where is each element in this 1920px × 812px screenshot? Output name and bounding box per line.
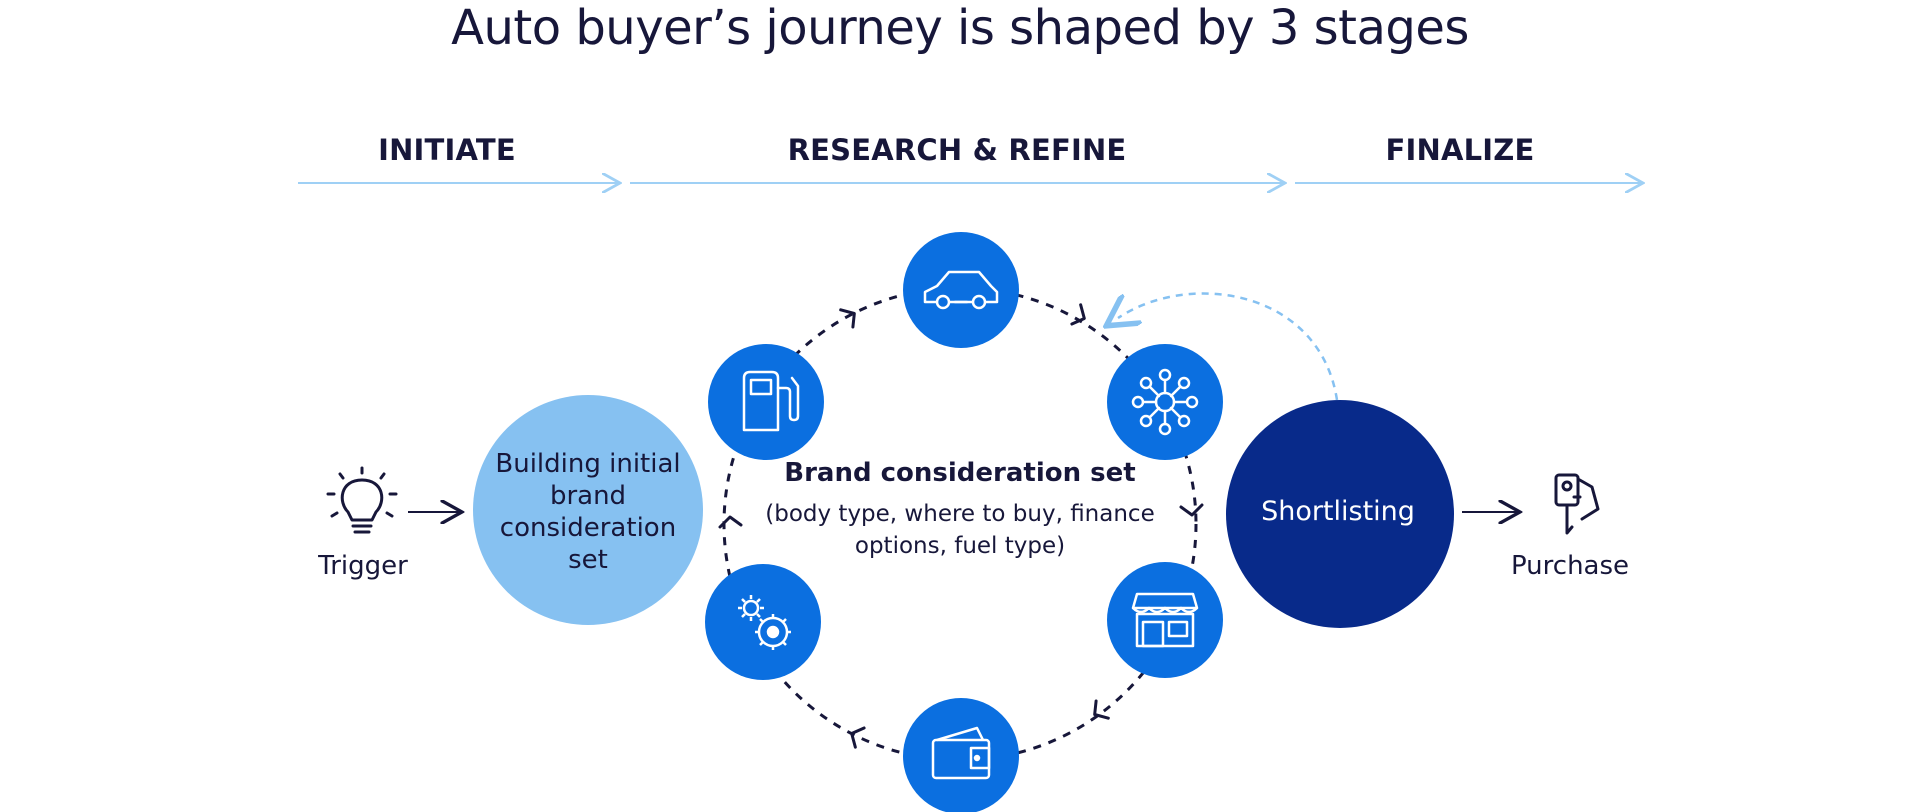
stage-label-initiate: INITIATE bbox=[378, 133, 516, 167]
cycle-node-storefront bbox=[1107, 562, 1223, 678]
cycle-node-gears bbox=[705, 564, 821, 680]
center-title: Brand consideration set bbox=[784, 458, 1136, 488]
page-title: Auto buyer’s journey is shaped by 3 stag… bbox=[451, 0, 1469, 56]
car-icon bbox=[923, 270, 999, 310]
storefront-icon bbox=[1131, 592, 1199, 648]
shortlisting-label: Shortlisting bbox=[1261, 496, 1415, 527]
wallet-icon bbox=[931, 726, 991, 780]
center-subtitle: (body type, where to buy, finance option… bbox=[765, 501, 1155, 559]
gears-icon bbox=[738, 595, 791, 650]
purchase-label: Purchase bbox=[1510, 551, 1630, 581]
cycle-direction-chevrons bbox=[718, 303, 1204, 749]
building-label: Building initial brand consideration set bbox=[495, 449, 681, 575]
return-arc bbox=[1118, 292, 1339, 401]
lightbulb-icon bbox=[326, 466, 398, 534]
cycle-node-wallet bbox=[903, 698, 1019, 812]
fuel-pump-icon bbox=[742, 370, 800, 432]
trigger-label: Trigger bbox=[318, 551, 408, 581]
shortlisting-circle bbox=[1226, 400, 1454, 628]
cycle-node-network bbox=[1107, 344, 1223, 460]
stage-label-finalize: FINALIZE bbox=[1385, 133, 1535, 167]
stage-label-research-refine: RESEARCH & REFINE bbox=[787, 133, 1127, 167]
car-key-icon bbox=[1554, 473, 1600, 535]
cycle-node-car bbox=[903, 232, 1019, 348]
cycle-node-fuel-pump bbox=[708, 344, 824, 460]
building-circle bbox=[473, 395, 703, 625]
network-icon bbox=[1131, 368, 1199, 436]
